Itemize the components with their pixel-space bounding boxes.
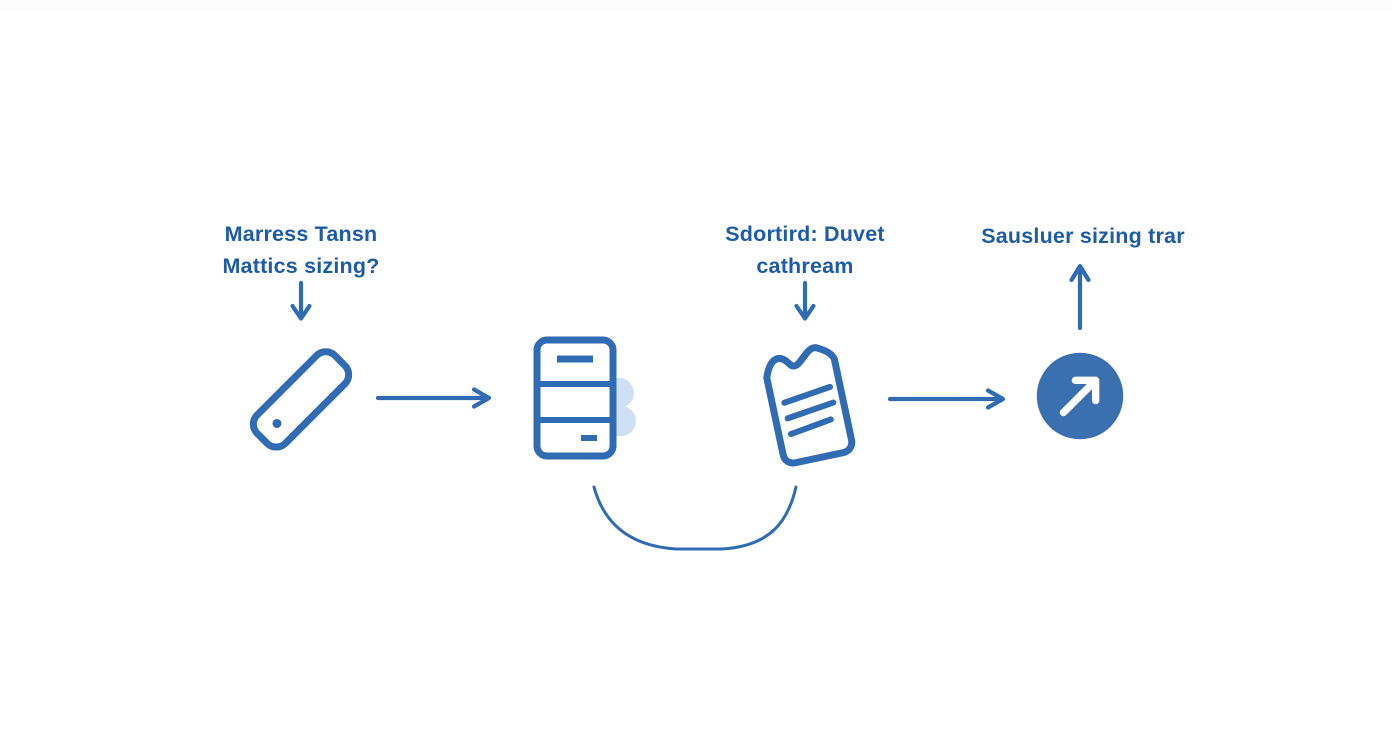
- curve-connector: [558, 480, 838, 570]
- input-label: Marress Tansn Mattics sizing?: [222, 218, 379, 282]
- arrow-up-circle-icon: [1034, 350, 1126, 442]
- tag-icon: [241, 338, 361, 458]
- result-label: Sausluer sizing trar: [981, 220, 1185, 252]
- process-label: Sdortird: Duvet cathream: [725, 218, 884, 282]
- right-arrow-icon: [887, 386, 1010, 412]
- top-strip: [0, 0, 1392, 10]
- result-label-line1: Sausluer sizing trar: [981, 224, 1185, 248]
- server-icon: [519, 332, 649, 462]
- process-label-line2: cathream: [756, 254, 854, 278]
- right-arrow-icon: [375, 385, 496, 411]
- input-label-line2: Mattics sizing?: [222, 254, 380, 278]
- up-arrow-icon: [1067, 262, 1093, 332]
- document-icon: [747, 335, 877, 467]
- down-arrow-icon: [288, 280, 314, 322]
- down-arrow-icon: [792, 280, 818, 322]
- process-label-line1: Sdortird: Duvet: [725, 222, 885, 246]
- input-label-line1: Marress Tansn: [224, 222, 378, 246]
